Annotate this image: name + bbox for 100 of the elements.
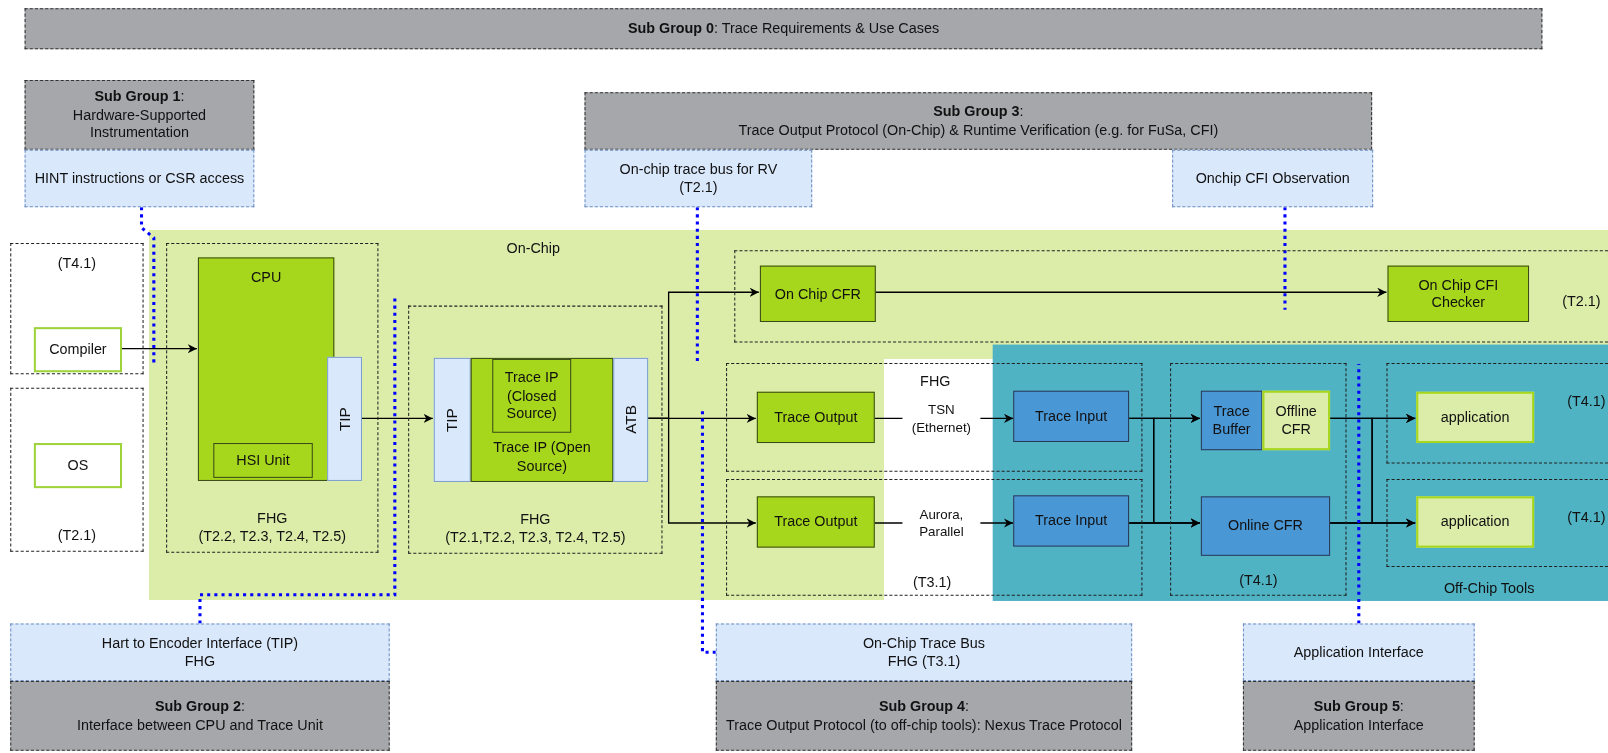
box-label: Offline CFR (1274, 402, 1318, 439)
box-label: ATB (621, 405, 640, 435)
leader-line (700, 408, 716, 654)
group-label: (T4.1) (1566, 392, 1607, 411)
component-box (197, 257, 335, 481)
arrow (1128, 518, 1201, 528)
box-label: application (1439, 408, 1511, 427)
component-box (756, 391, 875, 443)
info-text: FHG (T3.1) (886, 652, 962, 671)
header-text: Application Interface (1292, 715, 1425, 734)
application-box (1416, 391, 1535, 443)
software-box (33, 327, 123, 373)
group-label: On-Chip (505, 239, 561, 258)
header-band (24, 80, 255, 150)
arrow (874, 287, 1388, 297)
header-text: Sub Group 0: Trace Requirements & Use Cases (626, 19, 941, 38)
box-label: OS (66, 456, 90, 475)
info-text: On-Chip Trace Bus (861, 634, 987, 653)
box-label: On Chip CFR (773, 284, 862, 303)
group-label: (T2.1) (56, 526, 98, 545)
application-box (1416, 496, 1535, 548)
group-label: (T4.1) (56, 254, 98, 273)
software-box (33, 443, 123, 489)
group-label: (T2.1) (1561, 292, 1602, 311)
box-label: Trace Buffer (1211, 402, 1252, 439)
box-label: Online CFR (1226, 517, 1304, 536)
leader-line (198, 297, 397, 624)
info-text: Hart to Encoder Interface (TIP) (100, 634, 300, 653)
info-text: HINT instructions or CSR access (33, 169, 246, 188)
box-label: Compiler (48, 340, 108, 359)
box-label: application (1439, 513, 1511, 531)
header-text: Trace Output Protocol (to off-chip tools): Nexus Trace Protocol (725, 715, 1123, 734)
box-label: CPU (249, 268, 283, 287)
header-band (24, 8, 1543, 50)
component-box (492, 358, 572, 433)
header-text: Trace Output Protocol (On-Chip) & Runtime Verification (e.g. for FuSa, CFI) (737, 121, 1220, 139)
group-label: FHG (919, 372, 952, 391)
header-band (10, 680, 390, 751)
box-label: TIP (334, 406, 354, 431)
group-label: (T3.1) (912, 572, 953, 591)
leader-line (1357, 364, 1361, 624)
component-box (759, 265, 876, 322)
interface-box (613, 357, 649, 482)
application-box (1262, 390, 1331, 451)
arrow (1328, 518, 1416, 528)
component-box (756, 496, 875, 548)
off-chip-region (992, 344, 1608, 601)
component-box (470, 357, 614, 482)
info-text: On-chip trace bus for RV (618, 160, 779, 179)
info-text: Onchip CFI Observation (1194, 169, 1351, 188)
heading: Sub Group 5: (1312, 697, 1405, 716)
group-label: (T2.2, T2.3, T2.4, T2.5) (197, 527, 348, 546)
header-band (584, 92, 1373, 150)
box-label: TIP (442, 408, 462, 432)
box-label: HSI Unit (235, 451, 291, 470)
group-label: (T4.1) (1238, 570, 1279, 589)
arrow (646, 417, 757, 528)
component-box (1013, 390, 1130, 442)
box-label: Trace Input (1034, 407, 1109, 426)
box-label: On Chip CFI Checker (1417, 275, 1500, 312)
group-label: Off-Chip Tools (1443, 578, 1535, 597)
dashed-group-box (10, 243, 144, 375)
arrow (360, 413, 434, 423)
header-band (715, 680, 1133, 751)
heading: Sub Group 1: (93, 87, 186, 106)
box-label: Trace IP (Open Source) (492, 438, 592, 475)
info-text: Application Interface (1292, 643, 1425, 662)
info-box (715, 623, 1133, 681)
group-label: FHG (256, 509, 289, 528)
info-text: (T2.1) (678, 178, 719, 197)
component-box (1200, 496, 1331, 556)
group-label: (T2.1,T2.2, T2.3, T2.4, T2.5) (444, 528, 627, 547)
info-box (24, 149, 255, 208)
box-label: Trace IP (Closed Source) (503, 368, 560, 423)
header-text: Hardware-Supported Instrumentation (71, 105, 208, 142)
info-box (10, 623, 390, 681)
heading: Sub Group 3: (932, 103, 1025, 121)
info-box (584, 149, 813, 208)
dashed-group-box (1386, 478, 1608, 568)
heading: Sub Group 4: (877, 697, 971, 716)
arrow (120, 344, 198, 354)
box-label: Trace Output (773, 408, 859, 427)
info-box (1172, 149, 1374, 208)
group-label: (T4.1) (1566, 508, 1607, 527)
interface-box (433, 357, 471, 482)
component-box (1200, 390, 1263, 451)
component-box (1387, 265, 1530, 322)
info-text: FHG (183, 652, 217, 671)
leader-line (140, 207, 156, 365)
component-box (1013, 495, 1130, 547)
leader-line (1283, 207, 1287, 310)
header-text: Interface between CPU and Trace Unit (76, 715, 324, 734)
component-box (213, 443, 313, 478)
interface-box (327, 356, 362, 481)
info-box (1242, 623, 1475, 681)
header-band (1242, 680, 1475, 751)
box-label: Trace Output (773, 513, 859, 531)
heading: Sub Group 2: (153, 697, 247, 716)
group-label: FHG (519, 510, 552, 529)
box-label: Trace Input (1034, 512, 1109, 530)
